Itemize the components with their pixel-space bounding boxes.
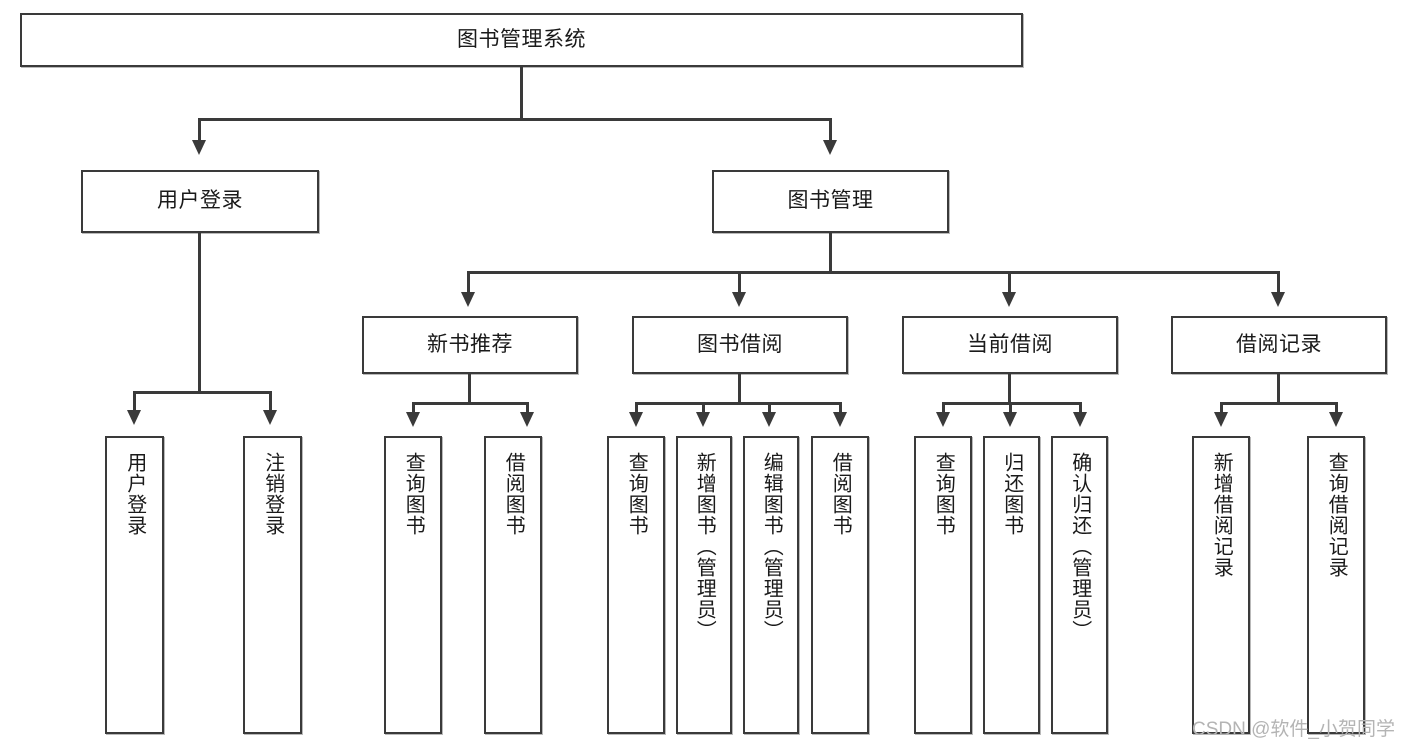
- node-leaf-book-borrow-add[interactable]: 新增图书（管理员）: [676, 436, 732, 734]
- connector-borrow-record-bus: [1220, 402, 1338, 405]
- connector-user-login-bus: [133, 391, 270, 394]
- node-label: 查询借阅记录: [1325, 452, 1348, 578]
- arrow-user-login-leaf-1: [127, 410, 141, 425]
- connector-root-to-user-login: [198, 118, 201, 144]
- connector-current-borrow-drop-1: [942, 402, 945, 416]
- arrow-book-mgmt-to-new-book: [461, 292, 475, 307]
- connector-book-mgmt-stem: [829, 233, 832, 273]
- node-book-borrow[interactable]: 图书借阅: [632, 316, 848, 374]
- arrow-current-borrow-leaf-2: [1003, 412, 1017, 427]
- arrow-root-to-user-login: [192, 140, 206, 155]
- connector-book-mgmt-drop-4: [1277, 271, 1280, 295]
- node-new-book-recommend[interactable]: 新书推荐: [362, 316, 578, 374]
- connector-book-borrow-bus: [635, 402, 842, 405]
- arrow-book-mgmt-to-borrow-record: [1271, 292, 1285, 307]
- connector-book-borrow-drop-3: [768, 402, 771, 416]
- node-label: 借阅图书: [502, 452, 525, 536]
- connector-book-borrow-stem: [738, 374, 741, 404]
- connector-borrow-record-drop-2: [1335, 402, 1338, 416]
- connector-current-borrow-bus: [942, 402, 1082, 405]
- arrow-current-borrow-leaf-1: [936, 412, 950, 427]
- node-leaf-user-login-login[interactable]: 用户登录: [105, 436, 164, 734]
- node-leaf-current-borrow-confirm[interactable]: 确认归还（管理员）: [1051, 436, 1108, 734]
- arrow-user-login-leaf-2: [263, 410, 277, 425]
- connector-new-book-drop-1: [412, 402, 415, 416]
- node-leaf-book-borrow-edit[interactable]: 编辑图书（管理员）: [743, 436, 799, 734]
- arrow-new-book-leaf-2: [520, 412, 534, 427]
- node-borrow-record[interactable]: 借阅记录: [1171, 316, 1387, 374]
- node-label: 新增图书（管理员）: [693, 452, 716, 641]
- connector-root-to-book-mgmt: [829, 118, 832, 144]
- arrow-book-mgmt-to-book-borrow: [732, 292, 746, 307]
- node-label: 归还图书: [1000, 452, 1023, 536]
- node-leaf-borrow-record-query[interactable]: 查询借阅记录: [1307, 436, 1365, 734]
- connector-book-mgmt-bus: [467, 271, 1279, 274]
- node-leaf-current-borrow-return[interactable]: 归还图书: [983, 436, 1040, 734]
- node-leaf-new-book-borrow[interactable]: 借阅图书: [484, 436, 542, 734]
- node-leaf-borrow-record-add[interactable]: 新增借阅记录: [1192, 436, 1250, 734]
- connector-new-book-bus: [412, 402, 529, 405]
- connector-root-stem: [520, 67, 523, 119]
- node-label: 查询图书: [932, 452, 955, 536]
- node-label: 用户登录: [157, 189, 243, 213]
- connector-borrow-record-drop-1: [1220, 402, 1223, 416]
- arrow-book-borrow-leaf-2: [696, 412, 710, 427]
- node-label: 借阅记录: [1236, 332, 1322, 356]
- node-label: 图书管理: [787, 189, 874, 213]
- arrow-borrow-record-leaf-2: [1329, 412, 1343, 427]
- node-leaf-new-book-query[interactable]: 查询图书: [384, 436, 442, 734]
- connector-current-borrow-drop-3: [1079, 402, 1082, 416]
- arrow-root-to-book-mgmt: [823, 140, 837, 155]
- connector-borrow-record-stem: [1277, 374, 1280, 404]
- node-leaf-user-login-logout[interactable]: 注销登录: [243, 436, 302, 734]
- node-leaf-book-borrow-borrow[interactable]: 借阅图书: [811, 436, 869, 734]
- arrow-new-book-leaf-1: [406, 412, 420, 427]
- node-label: 借阅图书: [829, 452, 852, 536]
- node-label: 图书管理系统: [457, 27, 586, 51]
- watermark-text: CSDN @软件_小贺同学: [1192, 719, 1395, 740]
- connector-book-borrow-drop-4: [839, 402, 842, 416]
- arrow-book-mgmt-to-current-borrow: [1002, 292, 1016, 307]
- connector-new-book-drop-2: [526, 402, 529, 416]
- connector-new-book-stem: [468, 374, 471, 404]
- node-current-borrow[interactable]: 当前借阅: [902, 316, 1118, 374]
- arrow-book-borrow-leaf-4: [833, 412, 847, 427]
- node-root-system[interactable]: 图书管理系统: [20, 13, 1023, 67]
- node-label: 确认归还（管理员）: [1068, 452, 1091, 641]
- connector-current-borrow-drop-2: [1009, 402, 1012, 416]
- node-label: 查询图书: [402, 452, 425, 536]
- connector-root-bus: [198, 118, 832, 121]
- node-label: 编辑图书（管理员）: [760, 452, 783, 641]
- connector-book-borrow-drop-2: [702, 402, 705, 416]
- node-user-login[interactable]: 用户登录: [81, 170, 319, 233]
- node-label: 图书借阅: [697, 332, 783, 356]
- node-label: 注销登录: [261, 452, 284, 536]
- node-label: 新增借阅记录: [1210, 452, 1233, 578]
- connector-book-borrow-drop-1: [635, 402, 638, 416]
- node-leaf-book-borrow-query[interactable]: 查询图书: [607, 436, 665, 734]
- arrow-book-borrow-leaf-3: [762, 412, 776, 427]
- connector-user-login-drop-1: [133, 391, 136, 413]
- node-book-management[interactable]: 图书管理: [712, 170, 949, 233]
- connector-book-mgmt-drop-3: [1008, 271, 1011, 295]
- connector-book-mgmt-drop-2: [738, 271, 741, 295]
- arrow-borrow-record-leaf-1: [1214, 412, 1228, 427]
- node-leaf-current-borrow-query[interactable]: 查询图书: [914, 436, 972, 734]
- node-label: 新书推荐: [427, 332, 513, 356]
- connector-user-login-drop-2: [269, 391, 272, 413]
- node-label: 用户登录: [123, 452, 146, 536]
- connector-user-login-stem: [198, 233, 201, 393]
- connector-current-borrow-stem: [1008, 374, 1011, 404]
- node-label: 当前借阅: [967, 332, 1053, 356]
- connector-book-mgmt-drop-1: [467, 271, 470, 295]
- node-label: 查询图书: [625, 452, 648, 536]
- arrow-current-borrow-leaf-3: [1073, 412, 1087, 427]
- arrow-book-borrow-leaf-1: [629, 412, 643, 427]
